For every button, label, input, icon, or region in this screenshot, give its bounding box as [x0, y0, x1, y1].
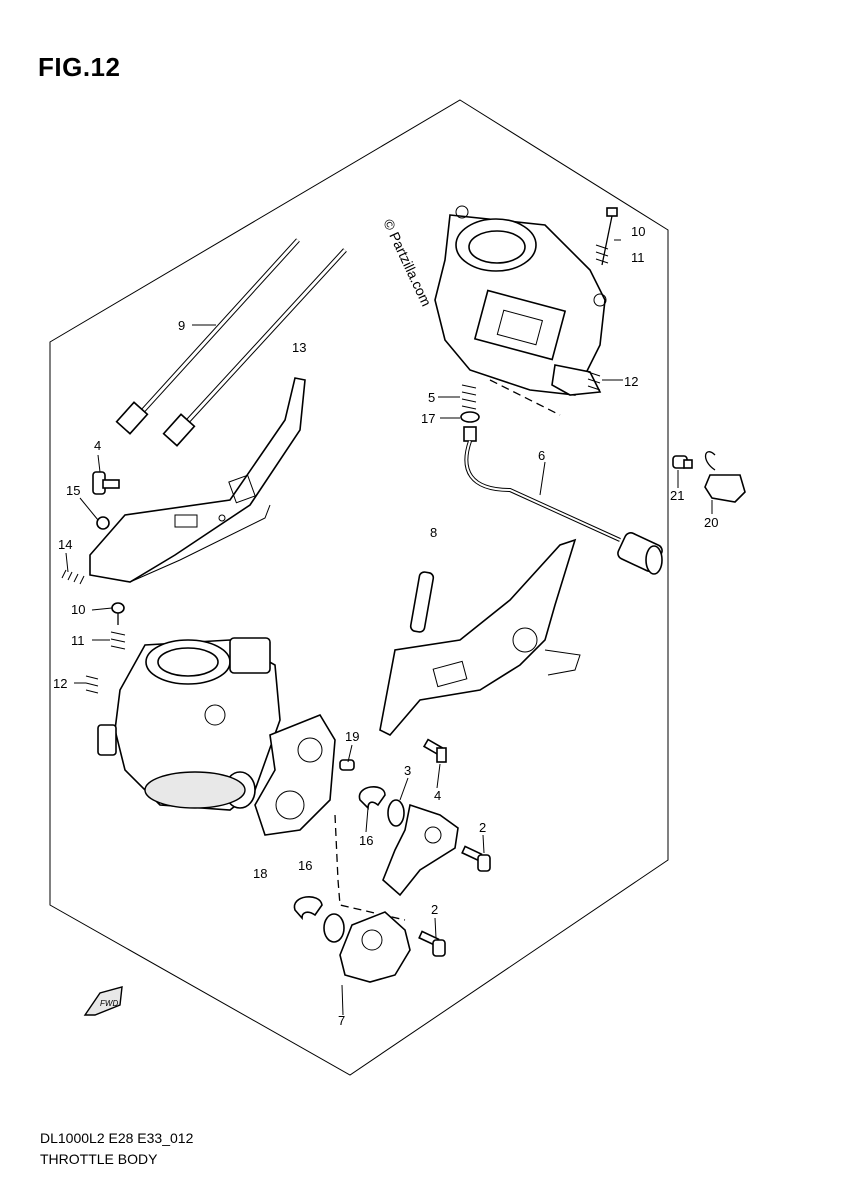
part-16-clamp-upper [358, 786, 386, 810]
diagram-name: THROTTLE BODY [40, 1151, 158, 1167]
part-13-bracket [89, 377, 306, 583]
callout-2-upper: 2 [479, 820, 486, 835]
part-14-spring [61, 569, 85, 585]
figure-title: FIG.12 [38, 52, 121, 82]
part-20-clip [704, 451, 746, 503]
part-2-screw-lower [418, 930, 446, 957]
part-17-washer [460, 411, 480, 423]
part-8-bracket [379, 538, 581, 736]
callout-18: 18 [253, 866, 267, 881]
callout-16-upper: 16 [359, 833, 373, 848]
callout-21: 21 [670, 488, 684, 503]
leader-lines [65, 239, 713, 1016]
callout-8: 8 [430, 525, 437, 540]
callout-12-lower: 12 [53, 676, 67, 691]
screw-upper [587, 207, 618, 391]
diagram-code: DL1000L2 E28 E33_012 [40, 1130, 194, 1146]
part-18-gasket [254, 714, 336, 836]
callout-9: 9 [178, 318, 185, 333]
part-5-spring [461, 384, 477, 410]
callout-15: 15 [66, 483, 80, 498]
watermark: © Partzilla.com [380, 217, 434, 309]
callout-2-lower: 2 [431, 902, 438, 917]
part-16-clamp-lower [293, 896, 323, 921]
callout-11-top: 11 [631, 250, 645, 265]
part-3-o-ring [387, 799, 405, 827]
callout-5: 5 [428, 390, 435, 405]
callout-6: 6 [538, 448, 545, 463]
throttle-body-upper [434, 205, 607, 396]
screw-lower [85, 602, 126, 694]
part-7-sensor [339, 911, 411, 983]
part-19-screw [339, 759, 355, 771]
callout-14: 14 [58, 537, 72, 552]
part-2-screw-upper [461, 845, 491, 872]
callout-4-top: 4 [94, 438, 101, 453]
callout-7: 7 [338, 1013, 345, 1028]
throttle-body-lower [97, 637, 281, 811]
part-15-nut [96, 516, 110, 530]
o-ring-lower [323, 913, 345, 943]
sensor-upper [382, 803, 459, 897]
part-21-screw [672, 455, 693, 469]
front-direction-arrow: FWD [83, 986, 123, 1016]
part-9-rods [115, 238, 347, 447]
part-4-screw-lower [422, 738, 447, 763]
callout-19: 19 [345, 729, 359, 744]
callout-13: 13 [292, 340, 306, 355]
callout-10-lower: 10 [71, 602, 85, 617]
callout-17: 17 [421, 411, 435, 426]
assembly-boundary [49, 99, 669, 1076]
callout-12-top: 12 [624, 374, 638, 389]
part-4-screw-upper [92, 471, 120, 495]
callout-20: 20 [704, 515, 718, 530]
callout-11-lower: 11 [71, 633, 85, 648]
svg-text:FWD: FWD [100, 999, 118, 1008]
callout-10-top: 10 [631, 224, 645, 239]
callout-16-lower: 16 [298, 858, 312, 873]
callout-3: 3 [404, 763, 411, 778]
callout-4-lower: 4 [434, 788, 441, 803]
part-6-cable [463, 426, 663, 575]
